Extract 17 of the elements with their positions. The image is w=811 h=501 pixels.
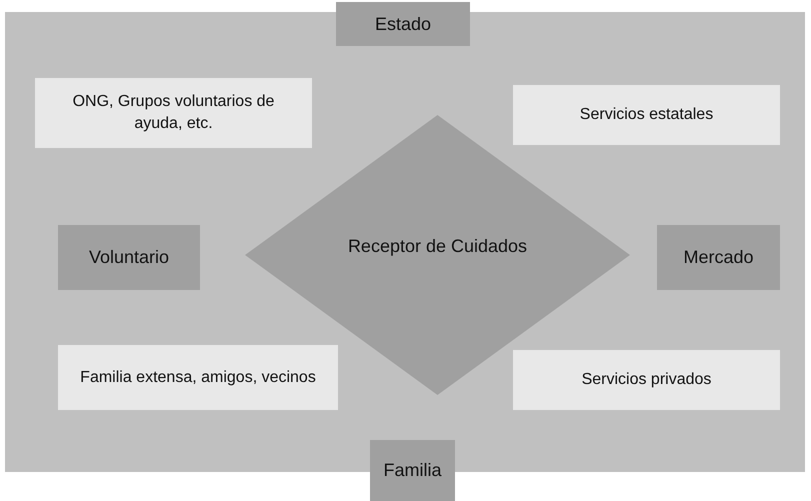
node-label: Receptor de Cuidados bbox=[348, 234, 528, 258]
service-box bbox=[513, 85, 780, 145]
service-box bbox=[35, 78, 312, 148]
service-box bbox=[513, 350, 780, 410]
category-box bbox=[58, 225, 200, 290]
category-box bbox=[336, 2, 470, 46]
node-label: Familia extensa, amigos, vecinos bbox=[80, 368, 316, 388]
node-label: Estado bbox=[374, 12, 432, 36]
node-label: Familia bbox=[383, 459, 442, 482]
node-label: ONG, Grupos voluntarios de ayuda, etc. bbox=[72, 92, 276, 134]
category-box bbox=[657, 225, 780, 290]
node-label: Voluntario bbox=[88, 246, 170, 269]
service-box bbox=[58, 345, 338, 410]
node-label: Servicios estatales bbox=[580, 105, 714, 125]
category-box bbox=[370, 440, 455, 501]
node-label: Mercado bbox=[683, 246, 754, 269]
node-label: Servicios privados bbox=[582, 370, 712, 390]
